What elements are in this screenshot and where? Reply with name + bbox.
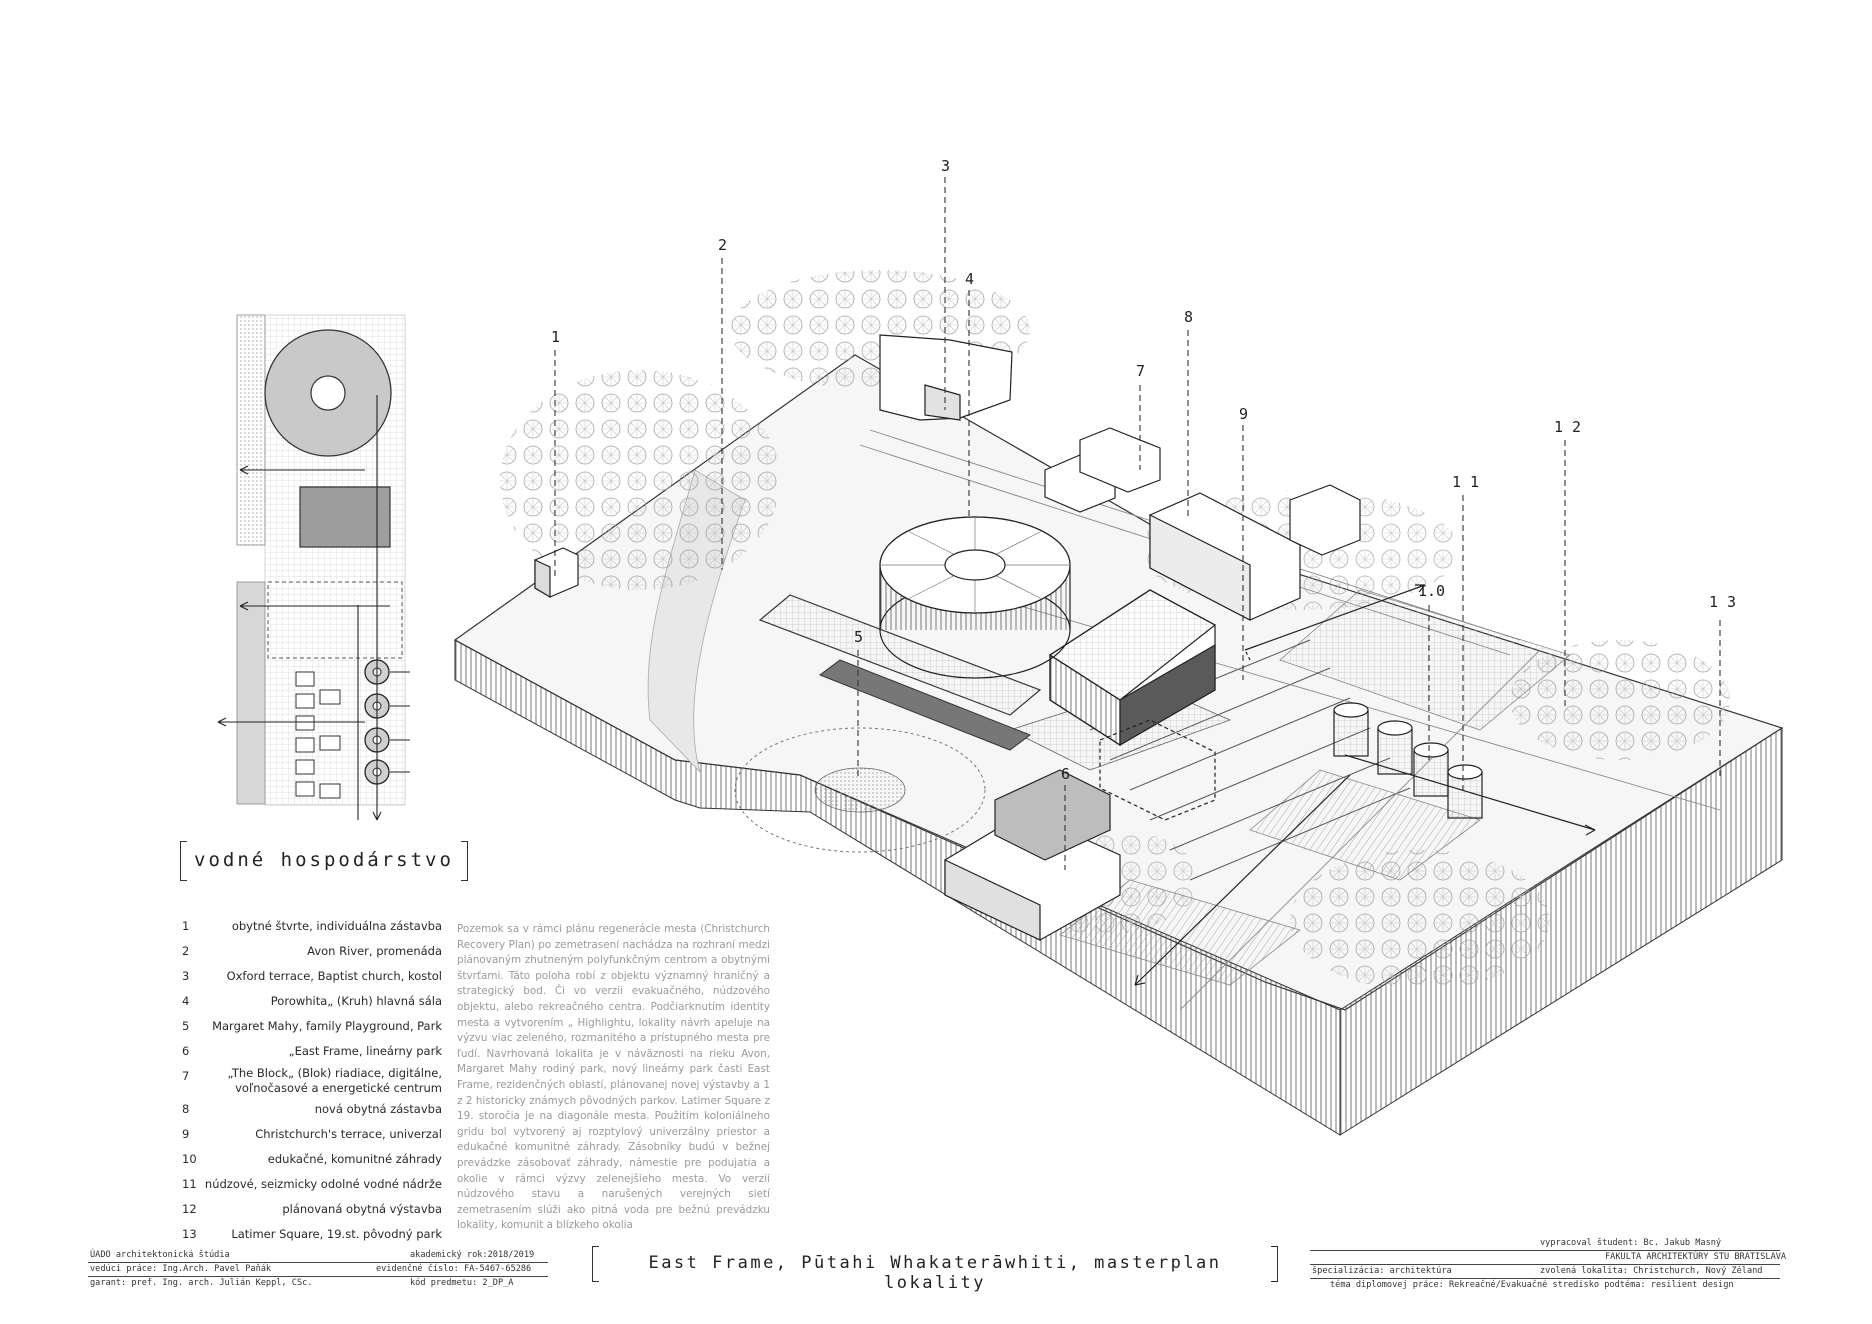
legend-number: 1 [182, 919, 190, 933]
callout-3: 3 [941, 157, 951, 175]
water-schema [217, 314, 410, 821]
legend-number: 8 [182, 1102, 190, 1116]
legend-item: 4 Porowhita„ (Kruh) hlavná sála [180, 991, 442, 1016]
legend-item: 6 „East Frame, lineárny park [180, 1041, 442, 1066]
footer-divider [88, 1276, 548, 1277]
footer-supervisor: vedúci práce: Ing.Arch. Pavel Paňák [90, 1264, 272, 1274]
section-title: vodné hospodárstvo [180, 841, 468, 881]
legend-text: nová obytná zástavba [314, 1102, 442, 1116]
callout-9: 9 [1239, 405, 1249, 423]
legend-text: núdzové, seizmicky odolné vodné nádrže [204, 1177, 442, 1191]
legend-item: 5 Margaret Mahy, family Playground, Park [180, 1016, 442, 1041]
drawing-title: East Frame, Pūtahi Whakaterāwhiti, maste… [648, 1253, 1222, 1293]
legend-text: Margaret Mahy, family Playground, Park [212, 1019, 442, 1033]
legend-text: „East Frame, lineárny park [288, 1044, 442, 1058]
legend-number: 7 [182, 1069, 190, 1083]
legend-item: 7 „The Block„ (Blok) riadiace, digitálne,… [180, 1066, 442, 1099]
legend-number: 4 [182, 994, 190, 1008]
callout-5: 5 [854, 628, 864, 646]
callout-6: 6 [1061, 765, 1071, 783]
legend-number: 13 [182, 1227, 197, 1241]
callout-leaders [554, 177, 1721, 870]
drawing-title-block: East Frame, Pūtahi Whakaterāwhiti, maste… [592, 1246, 1278, 1293]
footer-code: kód predmetu: 2_DP_A [410, 1278, 514, 1288]
legend-text: Latimer Square, 19.st. pôvodný park [231, 1227, 442, 1241]
legend-number: 6 [182, 1044, 190, 1058]
footer-institute: ÚADO architektonická štúdia [90, 1250, 230, 1260]
footer-divider [1310, 1264, 1780, 1265]
footer-specialization: špecializácia: architektúra [1312, 1266, 1452, 1276]
legend: 1 obytné štvrte, individuálna zástavba 2 A… [180, 916, 442, 1249]
legend-item: 8 nová obytná zástavba [180, 1099, 442, 1124]
legend-text: Oxford terrace, Baptist church, kostol [226, 969, 442, 983]
legend-item: 13 Latimer Square, 19.st. pôvodný park [180, 1224, 442, 1249]
footer-record: evidenčné číslo: FA-5467-65286 [376, 1264, 532, 1274]
legend-text: edukačné, komunitné záhrady [267, 1152, 442, 1166]
description-paragraph: Pozemok sa v rámci plánu regenerácie mes… [457, 923, 770, 1232]
callout-1: 1 [551, 328, 561, 346]
footer-guarantor: garant: pref. Ing. arch. Julián Keppl, C… [90, 1278, 313, 1288]
legend-text: Christchurch's terrace, univerzal [255, 1127, 442, 1141]
legend-item: 12 plánovaná obytná výstavba [180, 1199, 442, 1224]
title-bracket-left [592, 1246, 599, 1282]
callout-13: 1 3 [1709, 593, 1737, 611]
footer-faculty: FAKULTA ARCHITEKTÚRY STU BRATISLAVA [1605, 1252, 1787, 1262]
callout-10: 1.0 [1418, 582, 1446, 600]
callout-4: 4 [965, 270, 975, 288]
legend-text: „The Block„ (Blok) riadiace, digitálne, … [227, 1066, 442, 1095]
legend-number: 11 [182, 1177, 197, 1191]
footer-divider [1310, 1278, 1780, 1279]
legend-item: 3 Oxford terrace, Baptist church, kostol [180, 966, 442, 991]
legend-number: 2 [182, 944, 190, 958]
legend-number: 10 [182, 1152, 197, 1166]
callout-2: 2 [718, 236, 728, 254]
title-bracket-right [1271, 1246, 1278, 1282]
legend-item: 11 núdzové, seizmicky odolné vodné nádrže [180, 1174, 442, 1199]
callout-7: 7 [1136, 362, 1146, 380]
legend-number: 3 [182, 969, 190, 983]
legend-number: 9 [182, 1127, 190, 1141]
legend-number: 5 [182, 1019, 190, 1033]
footer-divider [1310, 1250, 1780, 1251]
footer-location: zvolená lokalita: Christchurch, Nový Zél… [1540, 1266, 1763, 1276]
callout-11: 1 1 [1452, 473, 1480, 491]
footer-year: akademický rok:2018/2019 [410, 1250, 535, 1260]
flow-arrows [1134, 584, 1596, 986]
footer-divider [88, 1262, 548, 1263]
legend-item: 2 Avon River, promenáda [180, 941, 442, 966]
legend-text: Porowhita„ (Kruh) hlavná sála [270, 994, 442, 1008]
legend-text: obytné štvrte, individuálna zástavba [231, 919, 442, 933]
footer-theme: téma diplomovej práce: Rekreačné/Evakuač… [1330, 1280, 1734, 1290]
callout-8: 8 [1184, 308, 1194, 326]
legend-text: plánovaná obytná výstavba [282, 1202, 442, 1216]
legend-item: 9 Christchurch's terrace, univerzal [180, 1124, 442, 1149]
callout-12: 1 2 [1554, 418, 1582, 436]
legend-text: Avon River, promenáda [307, 944, 442, 958]
buildings [534, 334, 1483, 941]
legend-number: 12 [182, 1202, 197, 1216]
footer-student: vypracoval študent: Bc. Jakub Masný [1540, 1238, 1722, 1248]
legend-item: 10 edukačné, komunitné záhrady [180, 1149, 442, 1174]
legend-item: 1 obytné štvrte, individuálna zástavba [180, 916, 442, 941]
